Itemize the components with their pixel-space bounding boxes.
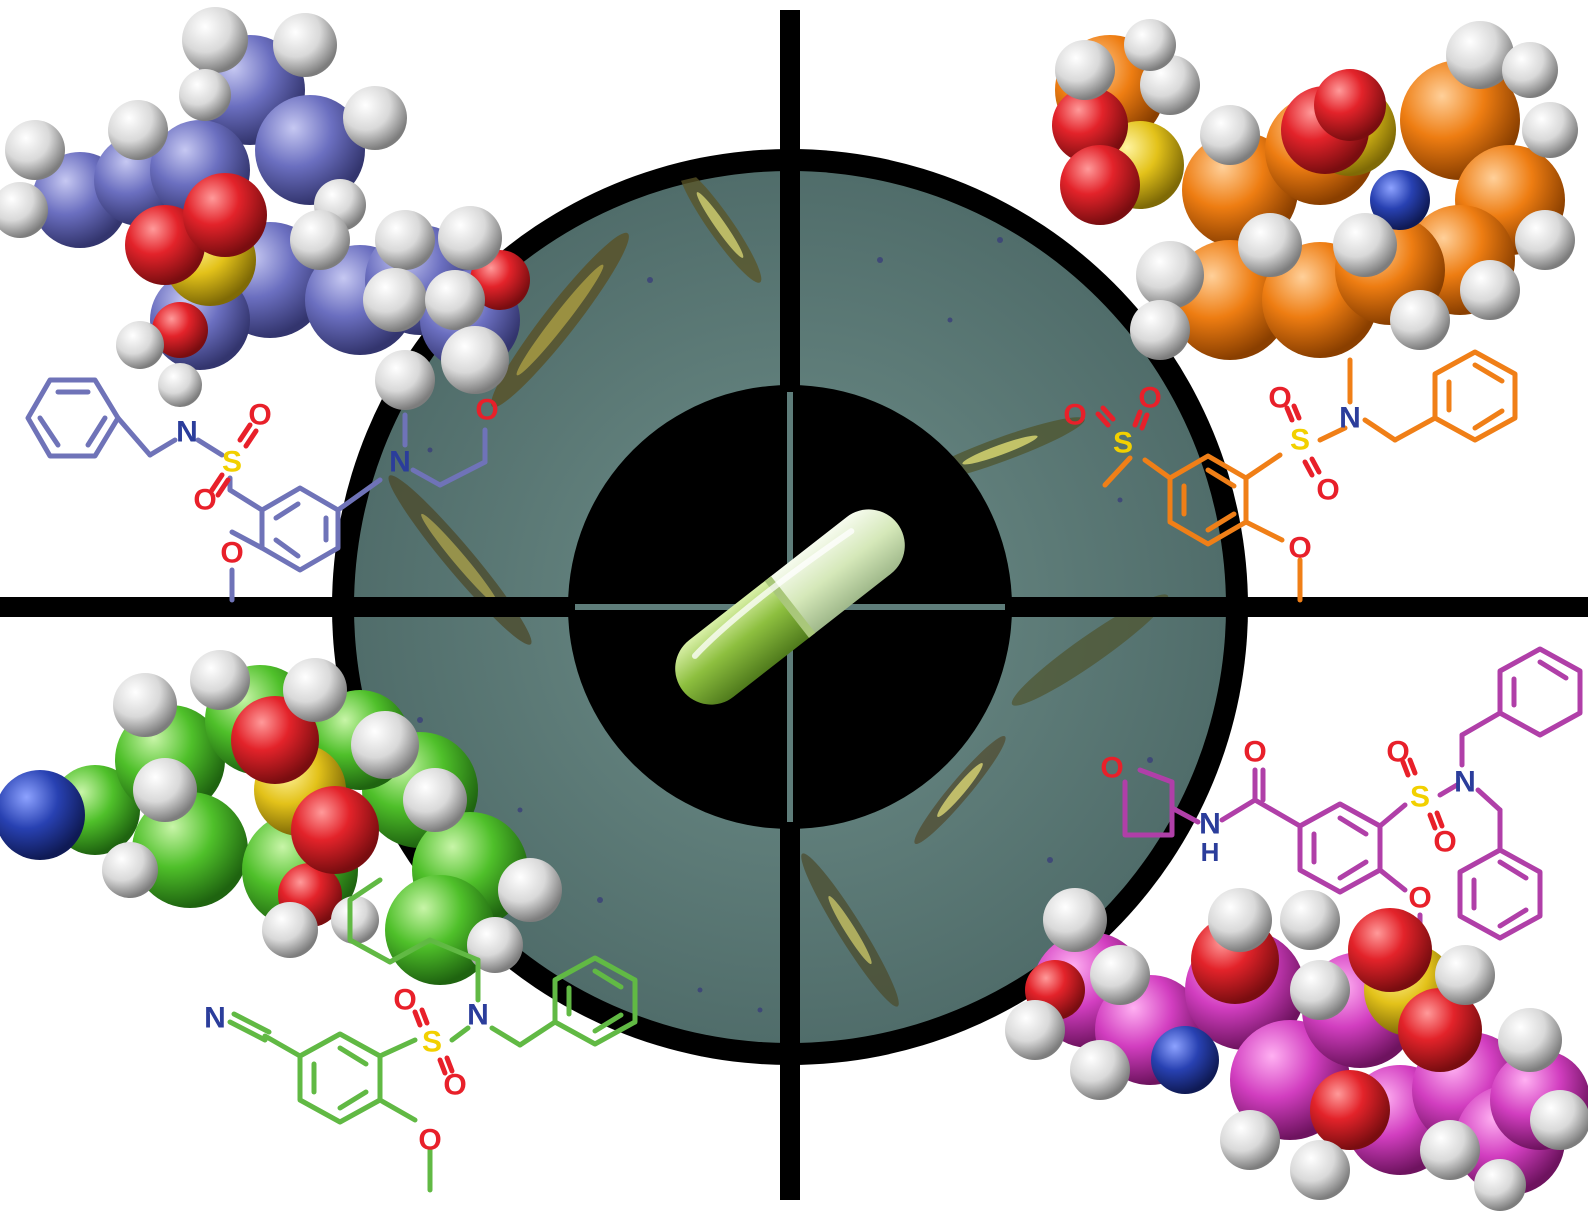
magenta-spacefill-model: [1005, 888, 1588, 1211]
orange-spacefill-model: [1052, 19, 1578, 360]
green-atom-n: N: [467, 999, 489, 1032]
molecule-magenta: O O N H S O O N O: [1005, 646, 1588, 1211]
orange-atom-o-upper: O: [1268, 382, 1291, 415]
blue-atom-o-lower: O: [193, 484, 216, 517]
magenta-atom-n: N: [1454, 766, 1476, 799]
magenta-atom-o-carbonyl: O: [1243, 736, 1266, 769]
blue-atom-o-upper: O: [248, 399, 271, 432]
target-scope: [332, 149, 1248, 1065]
drug-capsule-icon: [675, 509, 905, 705]
molecule-orange: S O O S O O N O: [1052, 19, 1578, 603]
green-atom-o-upper: O: [393, 984, 416, 1017]
magenta-atom-nh-n: N: [1199, 808, 1221, 841]
blue-spacefill-model: [0, 7, 530, 410]
orange-atom-o-sulfone-right: O: [1138, 382, 1161, 415]
magenta-atom-o-upper: O: [1386, 736, 1409, 769]
blue-structure-bonds-to-O: [209, 422, 259, 498]
magenta-atom-s: S: [1410, 781, 1430, 814]
magenta-atom-o-oxetane: O: [1100, 752, 1123, 785]
green-structure: [227, 877, 638, 1193]
orange-atom-s: S: [1290, 424, 1310, 457]
blue-structure: [25, 377, 488, 603]
orange-atom-s-sulfone: S: [1113, 427, 1133, 460]
green-atom-o-lower: O: [443, 1069, 466, 1102]
blue-atom-n-morpholine: N: [389, 446, 411, 479]
molecule-blue: N S O O O N O: [0, 7, 530, 603]
magenta-atom-nh-h: H: [1201, 837, 1220, 867]
blue-atom-n-sulfonamide: N: [176, 416, 198, 449]
orange-atom-o-sulfone-left: O: [1063, 399, 1086, 432]
blue-atom-o-morpholine: O: [475, 394, 498, 427]
orange-atom-o-lower: O: [1316, 474, 1339, 507]
green-atom-n-nitrile: N: [204, 1002, 226, 1035]
green-atom-o-methoxy: O: [418, 1124, 441, 1157]
blue-atom-s: S: [222, 446, 242, 479]
magenta-structure: [1122, 646, 1583, 953]
magenta-atom-o-lower: O: [1433, 826, 1456, 859]
orange-atom-o-methoxy: O: [1288, 532, 1311, 565]
green-atom-s: S: [422, 1026, 442, 1059]
orange-structure: [1102, 349, 1518, 603]
magenta-atom-o-methoxy: O: [1408, 882, 1431, 915]
blue-atom-o-methoxy: O: [220, 537, 243, 570]
green-spacefill-model: [0, 650, 562, 985]
orange-atom-n: N: [1339, 402, 1361, 435]
molecule-green: N S O O N O: [0, 650, 638, 1193]
